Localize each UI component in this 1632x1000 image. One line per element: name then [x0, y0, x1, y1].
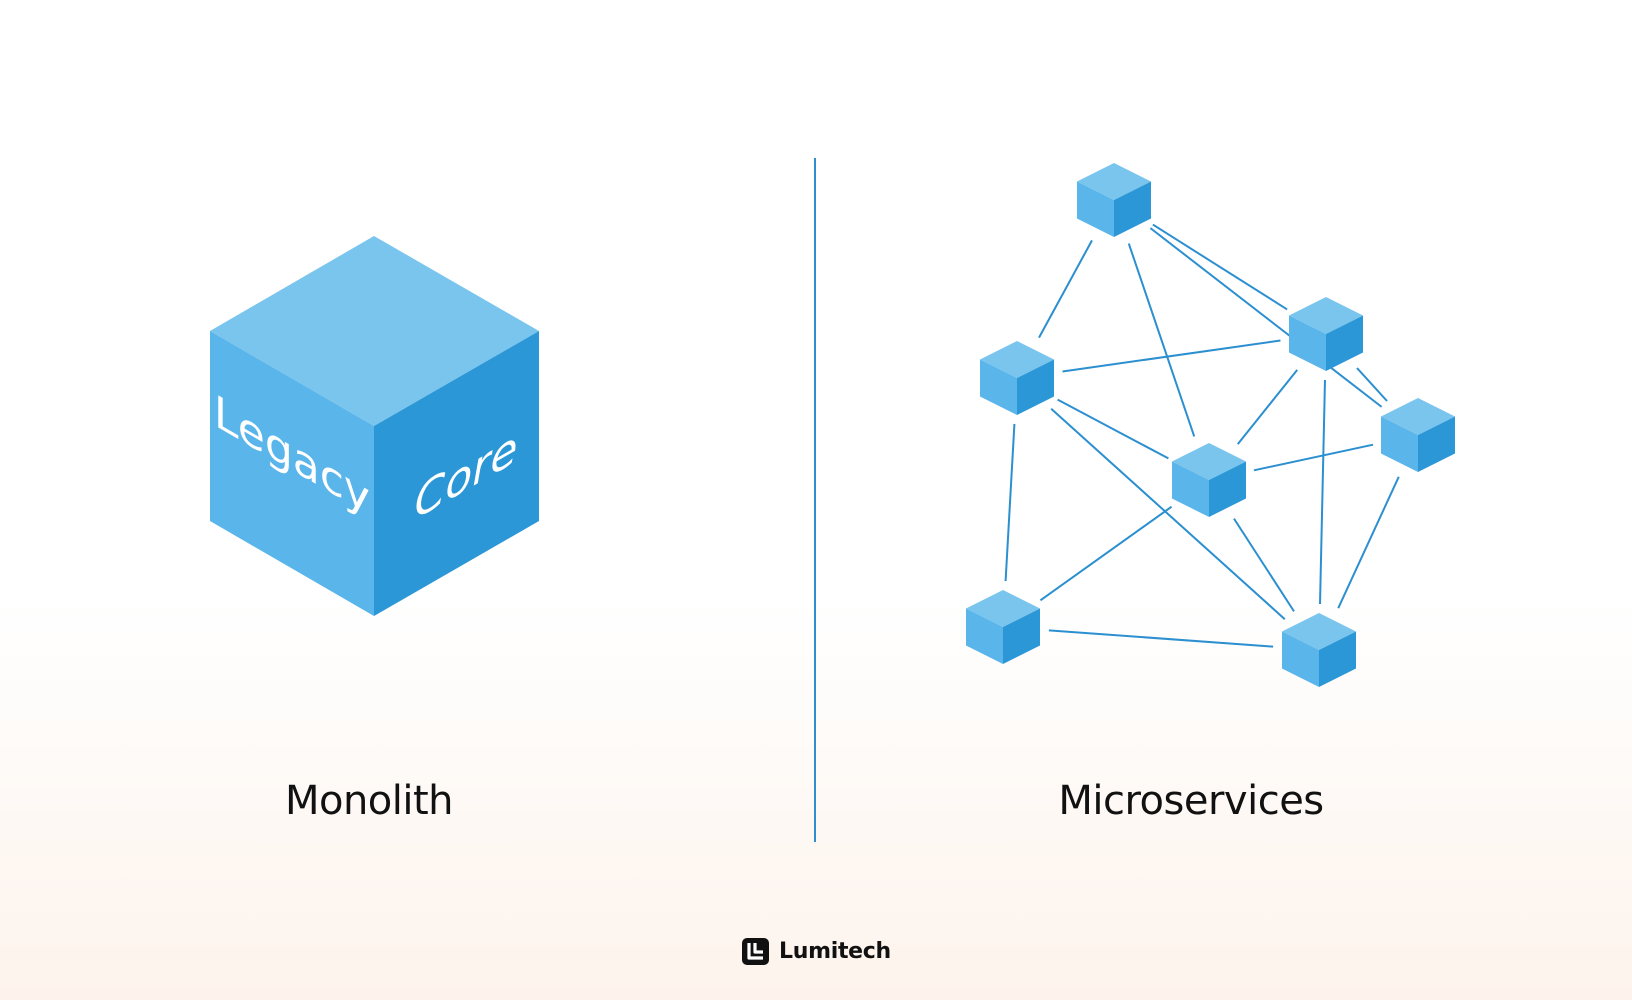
monolith-cube-left-face [210, 331, 374, 616]
cube-left-face [1289, 315, 1326, 371]
connection-service-5-service-7 [1337, 476, 1400, 609]
connection-service-3-service-2 [1062, 339, 1281, 373]
monolith-cube-top-face [210, 236, 539, 426]
cube-right-face [1209, 461, 1246, 517]
microservice-cube-service-5 [1381, 398, 1455, 472]
connection-service-1-service-4 [1127, 243, 1196, 437]
lumitech-logo-icon [742, 937, 769, 965]
microservices-connections [1004, 223, 1400, 648]
connection-service-5-service-4 [1253, 443, 1374, 472]
monolith-cube-right-face [374, 331, 539, 616]
cube-left-face [1172, 461, 1209, 517]
cube-right-face [1003, 608, 1040, 664]
connection-service-4-service-6 [1039, 505, 1173, 602]
microservice-cube-service-6 [966, 590, 1040, 664]
connection-service-3-service-7 [1050, 408, 1286, 620]
monolith-label: Monolith [284, 778, 454, 824]
cube-left-face [1077, 181, 1114, 237]
cube-left-face [980, 359, 1017, 415]
cube-left-face [1381, 416, 1418, 472]
connection-service-6-service-7 [1048, 629, 1274, 648]
connection-service-4-service-7 [1233, 518, 1295, 612]
connection-service-1-service-2 [1152, 223, 1288, 311]
microservice-cube-service-4 [1172, 443, 1246, 517]
cube-left-face [966, 608, 1003, 664]
microservice-cube-service-2 [1289, 297, 1363, 371]
brand-logo: Lumitech [742, 937, 891, 965]
connection-service-2-service-4 [1236, 369, 1299, 445]
connection-service-2-service-7 [1319, 379, 1326, 605]
connection-service-1-service-3 [1038, 239, 1093, 339]
cube-right-face [1114, 181, 1151, 237]
cube-right-face [1418, 416, 1455, 472]
connection-service-3-service-4 [1057, 398, 1169, 460]
monolith-cube: Legacy Core [210, 236, 539, 616]
connection-service-3-service-6 [1004, 423, 1016, 582]
brand-name: Lumitech [779, 938, 891, 964]
connection-service-1-service-5 [1149, 227, 1383, 408]
microservices-cubes [966, 163, 1455, 687]
cube-left-face [1282, 631, 1319, 687]
connection-service-2-service-5 [1356, 367, 1388, 402]
microservice-cube-service-3 [980, 341, 1054, 415]
cube-right-face [1326, 315, 1363, 371]
microservice-cube-service-7 [1282, 613, 1356, 687]
microservice-cube-service-1 [1077, 163, 1151, 237]
microservices-label: Microservices [1058, 778, 1324, 824]
cube-right-face [1319, 631, 1356, 687]
cube-right-face [1017, 359, 1054, 415]
